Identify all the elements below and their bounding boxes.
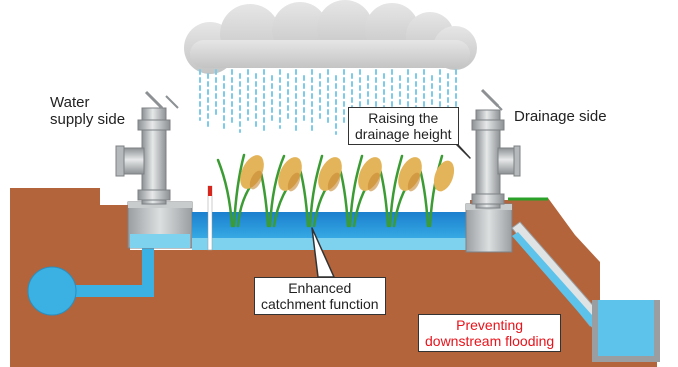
water-supply-label-line1: Water xyxy=(50,94,90,111)
cloud-icon xyxy=(184,0,477,74)
water-level-gauge-icon xyxy=(207,185,213,251)
raising-line1: Raising the xyxy=(368,110,439,126)
drainage-side-label: Drainage side xyxy=(514,108,607,125)
soil-left-slope xyxy=(10,188,100,205)
water-supply-box xyxy=(127,201,193,249)
water-supply-valve xyxy=(115,90,179,205)
preventing-flooding-callout: Preventing downstream flooding xyxy=(418,314,562,352)
enhanced-line2: catchment function xyxy=(261,296,379,312)
preventing-line1: Preventing xyxy=(456,317,524,333)
rice-plant-icon xyxy=(216,153,455,228)
water-supply-label-line2: supply side xyxy=(50,111,126,128)
raising-line2: drainage height xyxy=(355,126,452,142)
drainage-valve xyxy=(471,88,521,209)
outlet-basin xyxy=(592,300,660,362)
rain-icon xyxy=(199,69,457,135)
enhanced-line1: Enhanced xyxy=(288,280,352,296)
drainage-side-text: Drainage side xyxy=(514,108,607,125)
drainage-box xyxy=(465,203,513,253)
preventing-line2: downstream flooding xyxy=(425,333,555,349)
enhanced-catchment-callout: Enhanced catchment function xyxy=(254,277,386,315)
raising-drainage-callout: Raising the drainage height xyxy=(348,107,459,145)
intake-pipe xyxy=(27,248,154,316)
water-supply-label: Water supply side xyxy=(50,94,125,128)
